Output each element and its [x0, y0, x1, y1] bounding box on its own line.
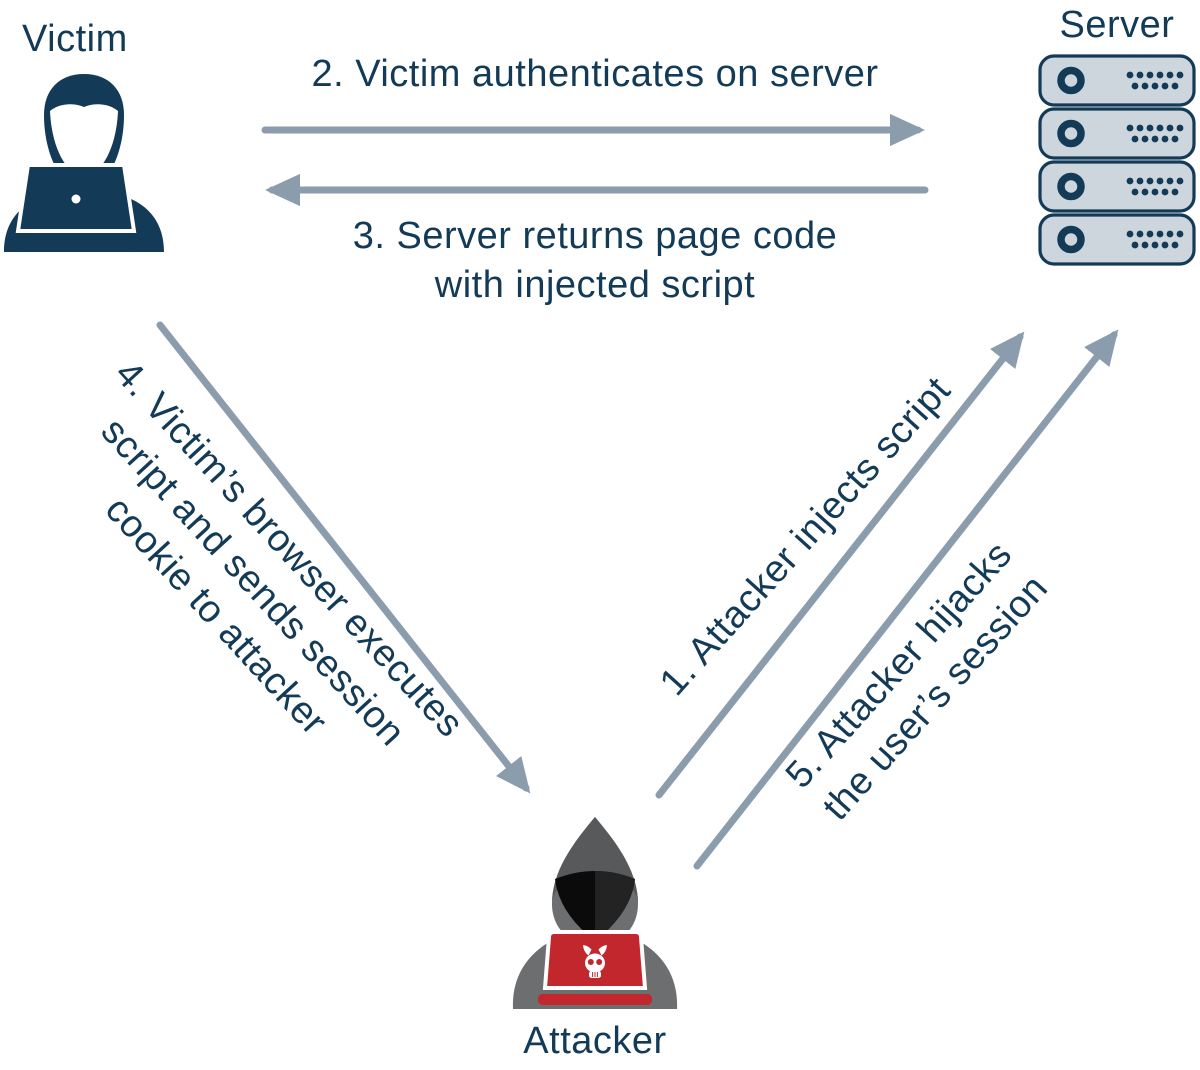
devil-skull-icon	[583, 945, 607, 978]
attacker-hooded-icon	[512, 817, 678, 1009]
victim-label: Victim	[22, 18, 128, 60]
victim-user-laptop-icon	[4, 74, 164, 252]
server-unit	[1038, 160, 1196, 213]
step3-line1: 3. Server returns page code	[352, 215, 838, 257]
step3-line2: with injected script	[434, 264, 756, 307]
arrow-step1-attacker-to-server	[655, 331, 1025, 799]
server-unit	[1038, 107, 1196, 160]
server-unit	[1038, 54, 1196, 107]
step2-label: 2. Victim authenticates on server	[311, 53, 879, 95]
step3-label: 3. Server returns page code with injecte…	[245, 212, 945, 311]
server-label: Server	[1059, 4, 1175, 46]
arrow-step4-victim-to-attacker	[156, 321, 531, 794]
arrow-step5-attacker-to-server	[693, 329, 1119, 870]
attacker-label: Attacker	[523, 1020, 667, 1062]
server-rack-icon	[1038, 54, 1196, 266]
server-unit	[1038, 213, 1196, 266]
